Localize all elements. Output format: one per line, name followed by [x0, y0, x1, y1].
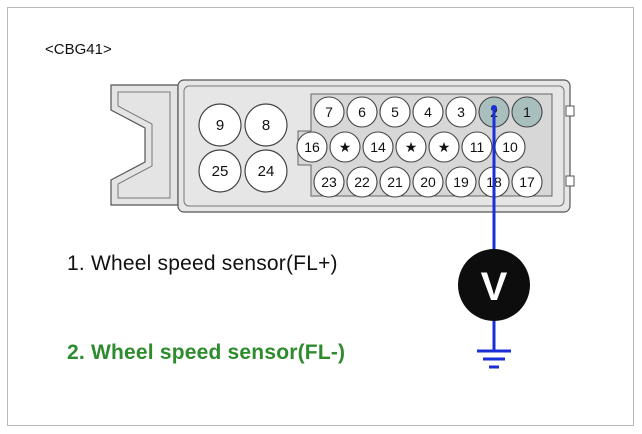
voltmeter: V: [458, 249, 530, 321]
svg-text:10: 10: [502, 139, 518, 155]
svg-text:22: 22: [354, 174, 370, 190]
svg-text:4: 4: [424, 104, 432, 120]
svg-text:16: 16: [304, 139, 320, 155]
svg-text:★: ★: [339, 139, 352, 155]
svg-text:25: 25: [212, 163, 229, 180]
pin-24: 24: [244, 149, 288, 193]
pin-5: 5: [379, 96, 411, 128]
svg-text:6: 6: [358, 104, 366, 120]
svg-text:9: 9: [216, 117, 224, 134]
svg-text:17: 17: [519, 174, 535, 190]
svg-text:20: 20: [420, 174, 436, 190]
pin-8: 8: [244, 103, 288, 147]
svg-text:5: 5: [391, 104, 399, 120]
pin-23: 23: [313, 166, 345, 198]
pin-6: 6: [346, 96, 378, 128]
svg-text:8: 8: [262, 117, 270, 134]
svg-text:14: 14: [370, 139, 386, 155]
pin-14: 14: [362, 131, 394, 163]
probe-tip: [491, 105, 497, 111]
svg-text:11: 11: [470, 139, 485, 155]
pin-4: 4: [412, 96, 444, 128]
svg-text:21: 21: [387, 174, 403, 190]
diagram-frame: [7, 7, 634, 426]
pin-22: 22: [346, 166, 378, 198]
pin-blank: ★: [329, 131, 361, 163]
svg-text:★: ★: [405, 139, 418, 155]
pin-20: 20: [412, 166, 444, 198]
svg-text:7: 7: [325, 104, 333, 120]
svg-text:★: ★: [438, 139, 451, 155]
voltmeter-icon: [458, 249, 530, 321]
svg-text:1: 1: [523, 104, 531, 120]
pin-19: 19: [445, 166, 477, 198]
svg-text:3: 3: [457, 104, 465, 120]
pin-3: 3: [445, 96, 477, 128]
label-wheel-speed-fl-minus: 2. Wheel speed sensor(FL-): [67, 341, 346, 364]
voltmeter-symbol: V: [481, 265, 508, 309]
pin-blank: ★: [428, 131, 460, 163]
pin-10: 10: [494, 131, 526, 163]
pin-17: 17: [511, 166, 543, 198]
pin-25: 25: [198, 149, 242, 193]
ground-icon: [477, 349, 511, 369]
svg-text:19: 19: [453, 174, 469, 190]
svg-text:24: 24: [258, 163, 275, 180]
pin-9: 9: [198, 103, 242, 147]
connector-label: <CBG41>: [45, 41, 112, 58]
pin-1: 1: [511, 96, 543, 128]
svg-text:23: 23: [321, 174, 337, 190]
pin-11: 11: [461, 131, 493, 163]
pin-7: 7: [313, 96, 345, 128]
connector-latch: [110, 84, 179, 206]
label-wheel-speed-fl-plus: 1. Wheel speed sensor(FL+): [67, 252, 338, 275]
pin-blank: ★: [395, 131, 427, 163]
pin-21: 21: [379, 166, 411, 198]
pin-16: 16: [296, 131, 328, 163]
